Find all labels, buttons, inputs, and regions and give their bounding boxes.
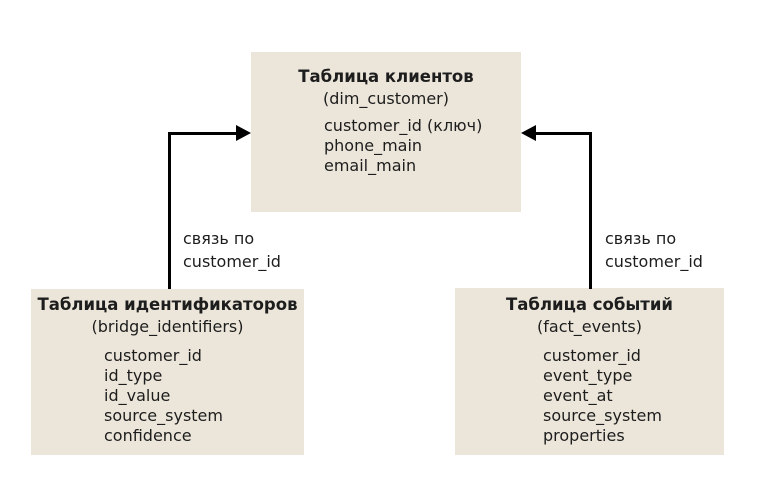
field-source-system: source_system (543, 406, 662, 425)
connector-label-line2: customer_id (183, 252, 281, 271)
field-email-main: email_main (324, 156, 417, 175)
field-source-system: source_system (104, 406, 223, 425)
field-customer-id: customer_id (543, 346, 641, 365)
connector-right-horizontal-line (536, 132, 592, 135)
field-event-at: event_at (543, 386, 613, 405)
connector-label-line2: customer_id (605, 252, 703, 271)
connector-left-vertical-line (168, 132, 171, 289)
table-title: Таблица клиентов (298, 67, 474, 86)
field-customer-id: customer_id (104, 346, 202, 365)
table-node-fact-events: Таблица событий (fact_events) customer_i… (455, 288, 724, 455)
connector-right-vertical-line (589, 132, 592, 289)
arrowhead-left-icon (521, 125, 536, 141)
field-phone-main: phone_main (324, 136, 423, 155)
field-confidence: confidence (104, 426, 192, 445)
table-subtitle: (fact_events) (537, 317, 642, 336)
field-list: customer_id id_type id_value source_syst… (31, 346, 304, 446)
table-node-dim-customer: Таблица клиентов (dim_customer) customer… (251, 52, 521, 212)
table-node-bridge-identifiers: Таблица идентификаторов (bridge_identifi… (31, 289, 304, 455)
field-list: customer_id (ключ) phone_main email_main (251, 116, 521, 176)
table-title: Таблица идентификаторов (37, 295, 298, 314)
field-event-type: event_type (543, 366, 633, 385)
table-subtitle: (bridge_identifiers) (91, 317, 244, 336)
field-id-value: id_value (104, 386, 171, 405)
table-subtitle: (dim_customer) (322, 89, 449, 108)
connector-label-left: связь по customer_id (183, 227, 281, 273)
table-title: Таблица событий (506, 295, 673, 314)
field-properties: properties (543, 426, 625, 445)
connector-label-line1: связь по (605, 229, 677, 248)
arrowhead-right-icon (236, 125, 251, 141)
connector-label-line1: связь по (183, 229, 255, 248)
field-list: customer_id event_type event_at source_s… (455, 346, 724, 446)
field-id-type: id_type (104, 366, 163, 385)
field-customer-id-key: customer_id (ключ) (324, 116, 483, 135)
connector-label-right: связь по customer_id (605, 227, 703, 273)
connector-left-horizontal-line (168, 132, 237, 135)
